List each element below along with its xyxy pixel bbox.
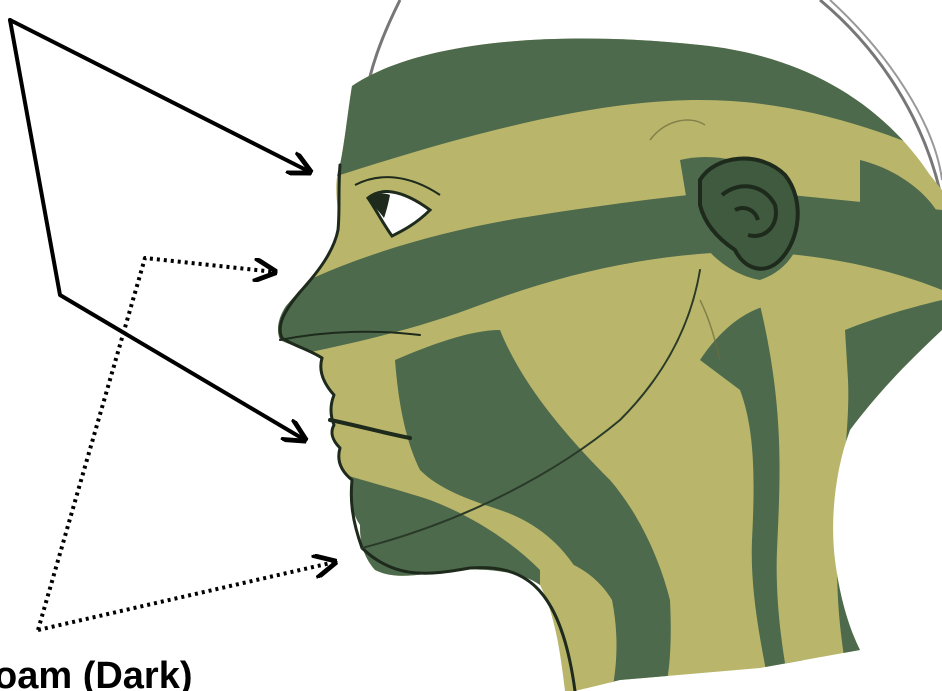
head-figure xyxy=(270,20,942,691)
bottom-label: oam (Dark) xyxy=(0,656,193,691)
solid-arrow-icon xyxy=(10,20,310,440)
